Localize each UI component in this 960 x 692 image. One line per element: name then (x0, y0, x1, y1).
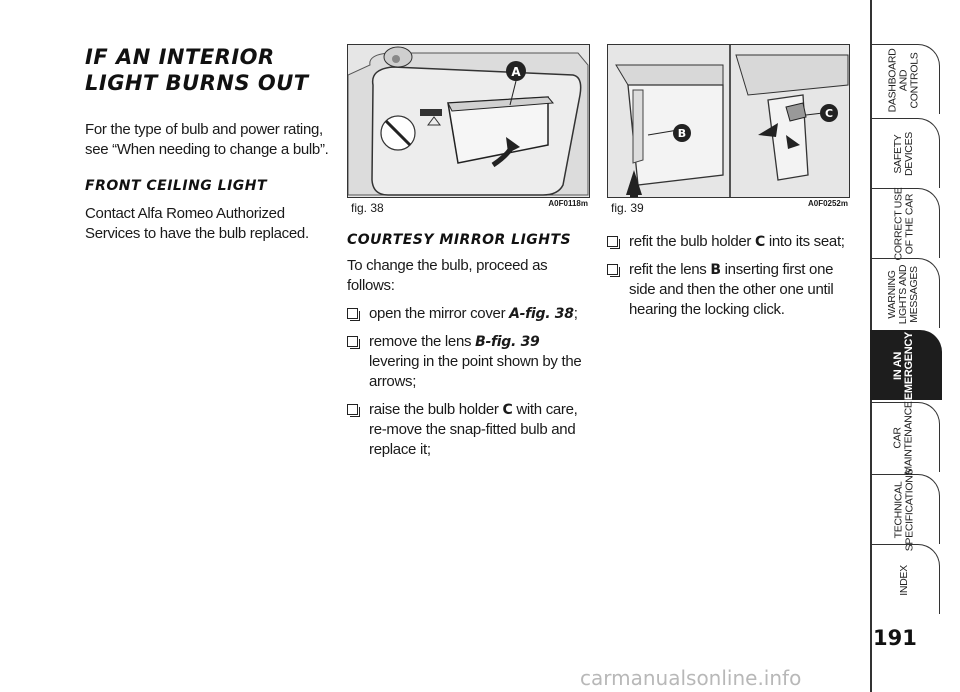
courtesy-intro: To change the bulb, proceed as follows: (347, 257, 548, 294)
step-2: remove the lens B-fig. 39 levering in th… (347, 332, 590, 392)
step-4: refit the bulb holder C into its seat; (607, 232, 850, 252)
callout-a-label: A (511, 65, 521, 79)
figure-38-caption: fig. 38 A0F0118m (347, 198, 590, 218)
left-column: IF AN INTERIOR LIGHT BURNS OUT For the t… (85, 44, 337, 244)
tab-car-maintenance[interactable]: CAR MAINTENANCE (870, 401, 942, 475)
figure-38-code: A0F0118m (548, 199, 588, 208)
tab-warning-lights[interactable]: WARNING LIGHTS AND MESSAGES (870, 258, 942, 328)
tab-in-an-emergency[interactable]: IN AN EMERGENCY (870, 330, 942, 400)
page-number: 191 (873, 626, 917, 650)
mirror-illustration: A (348, 45, 589, 197)
tab-dashboard[interactable]: DASHBOARD AND CONTROLS (870, 44, 942, 114)
page-title: IF AN INTERIOR LIGHT BURNS OUT (85, 44, 337, 96)
checkbox-bullet-icon (607, 236, 620, 249)
callout-a-marker (506, 61, 526, 81)
step-3: raise the bulb holder C with care, re-mo… (347, 400, 590, 460)
page-title-line1: IF AN INTERIOR (85, 45, 275, 69)
intro-paragraph: For the type of bulb and power rating, s… (85, 121, 329, 158)
tab-correct-use[interactable]: CORRECT USE OF THE CAR (870, 188, 942, 260)
figure-39-caption: fig. 39 A0F0252m (607, 198, 850, 218)
figure-39: B C (607, 44, 850, 198)
step-1: open the mirror cover A-fig. 38; (347, 304, 590, 324)
middle-column: A fig. 38 A0F0118m COURTESY MIRROR LIGHT… (347, 44, 590, 468)
steps-list-2: refit the bulb holder C into its seat; r… (607, 232, 850, 320)
figure-39-code: A0F0252m (807, 199, 848, 208)
figure-38-number: fig. 38 (351, 201, 384, 215)
checkbox-bullet-icon (347, 336, 360, 349)
tab-safety[interactable]: SAFETY DEVICES (870, 118, 942, 188)
checkbox-bullet-icon (347, 404, 360, 417)
callout-b-label: B (678, 127, 686, 140)
page-title-line2: LIGHT BURNS OUT (85, 71, 309, 95)
courtesy-heading: COURTESY MIRROR LIGHTS (347, 232, 572, 248)
checkbox-bullet-icon (607, 264, 620, 277)
front-ceiling-heading: FRONT CEILING LIGHT (85, 178, 268, 194)
watermark-text: carmanualsonline.info (580, 666, 802, 690)
figure-39-number: fig. 39 (611, 201, 644, 215)
front-ceiling-text: Contact Alfa Romeo Authorized Services t… (85, 205, 309, 242)
lens-illustration: B C (608, 45, 849, 197)
tab-index[interactable]: INDEX (870, 544, 942, 614)
steps-list-1: open the mirror cover A-fig. 38; remove … (347, 304, 590, 460)
section-tabs: DASHBOARD AND CONTROLS SAFETY DEVICES CO… (870, 0, 960, 692)
tab-technical-specs[interactable]: TECHNICAL SPECIFICATIONS (870, 469, 942, 551)
step-5: refit the lens B inserting first one sid… (607, 260, 850, 320)
right-column: B C fig. 39 A0F0252m refit the bulb hold… (607, 44, 850, 328)
figure-38: A (347, 44, 590, 198)
checkbox-bullet-icon (347, 308, 360, 321)
callout-c-label: C (825, 107, 833, 120)
